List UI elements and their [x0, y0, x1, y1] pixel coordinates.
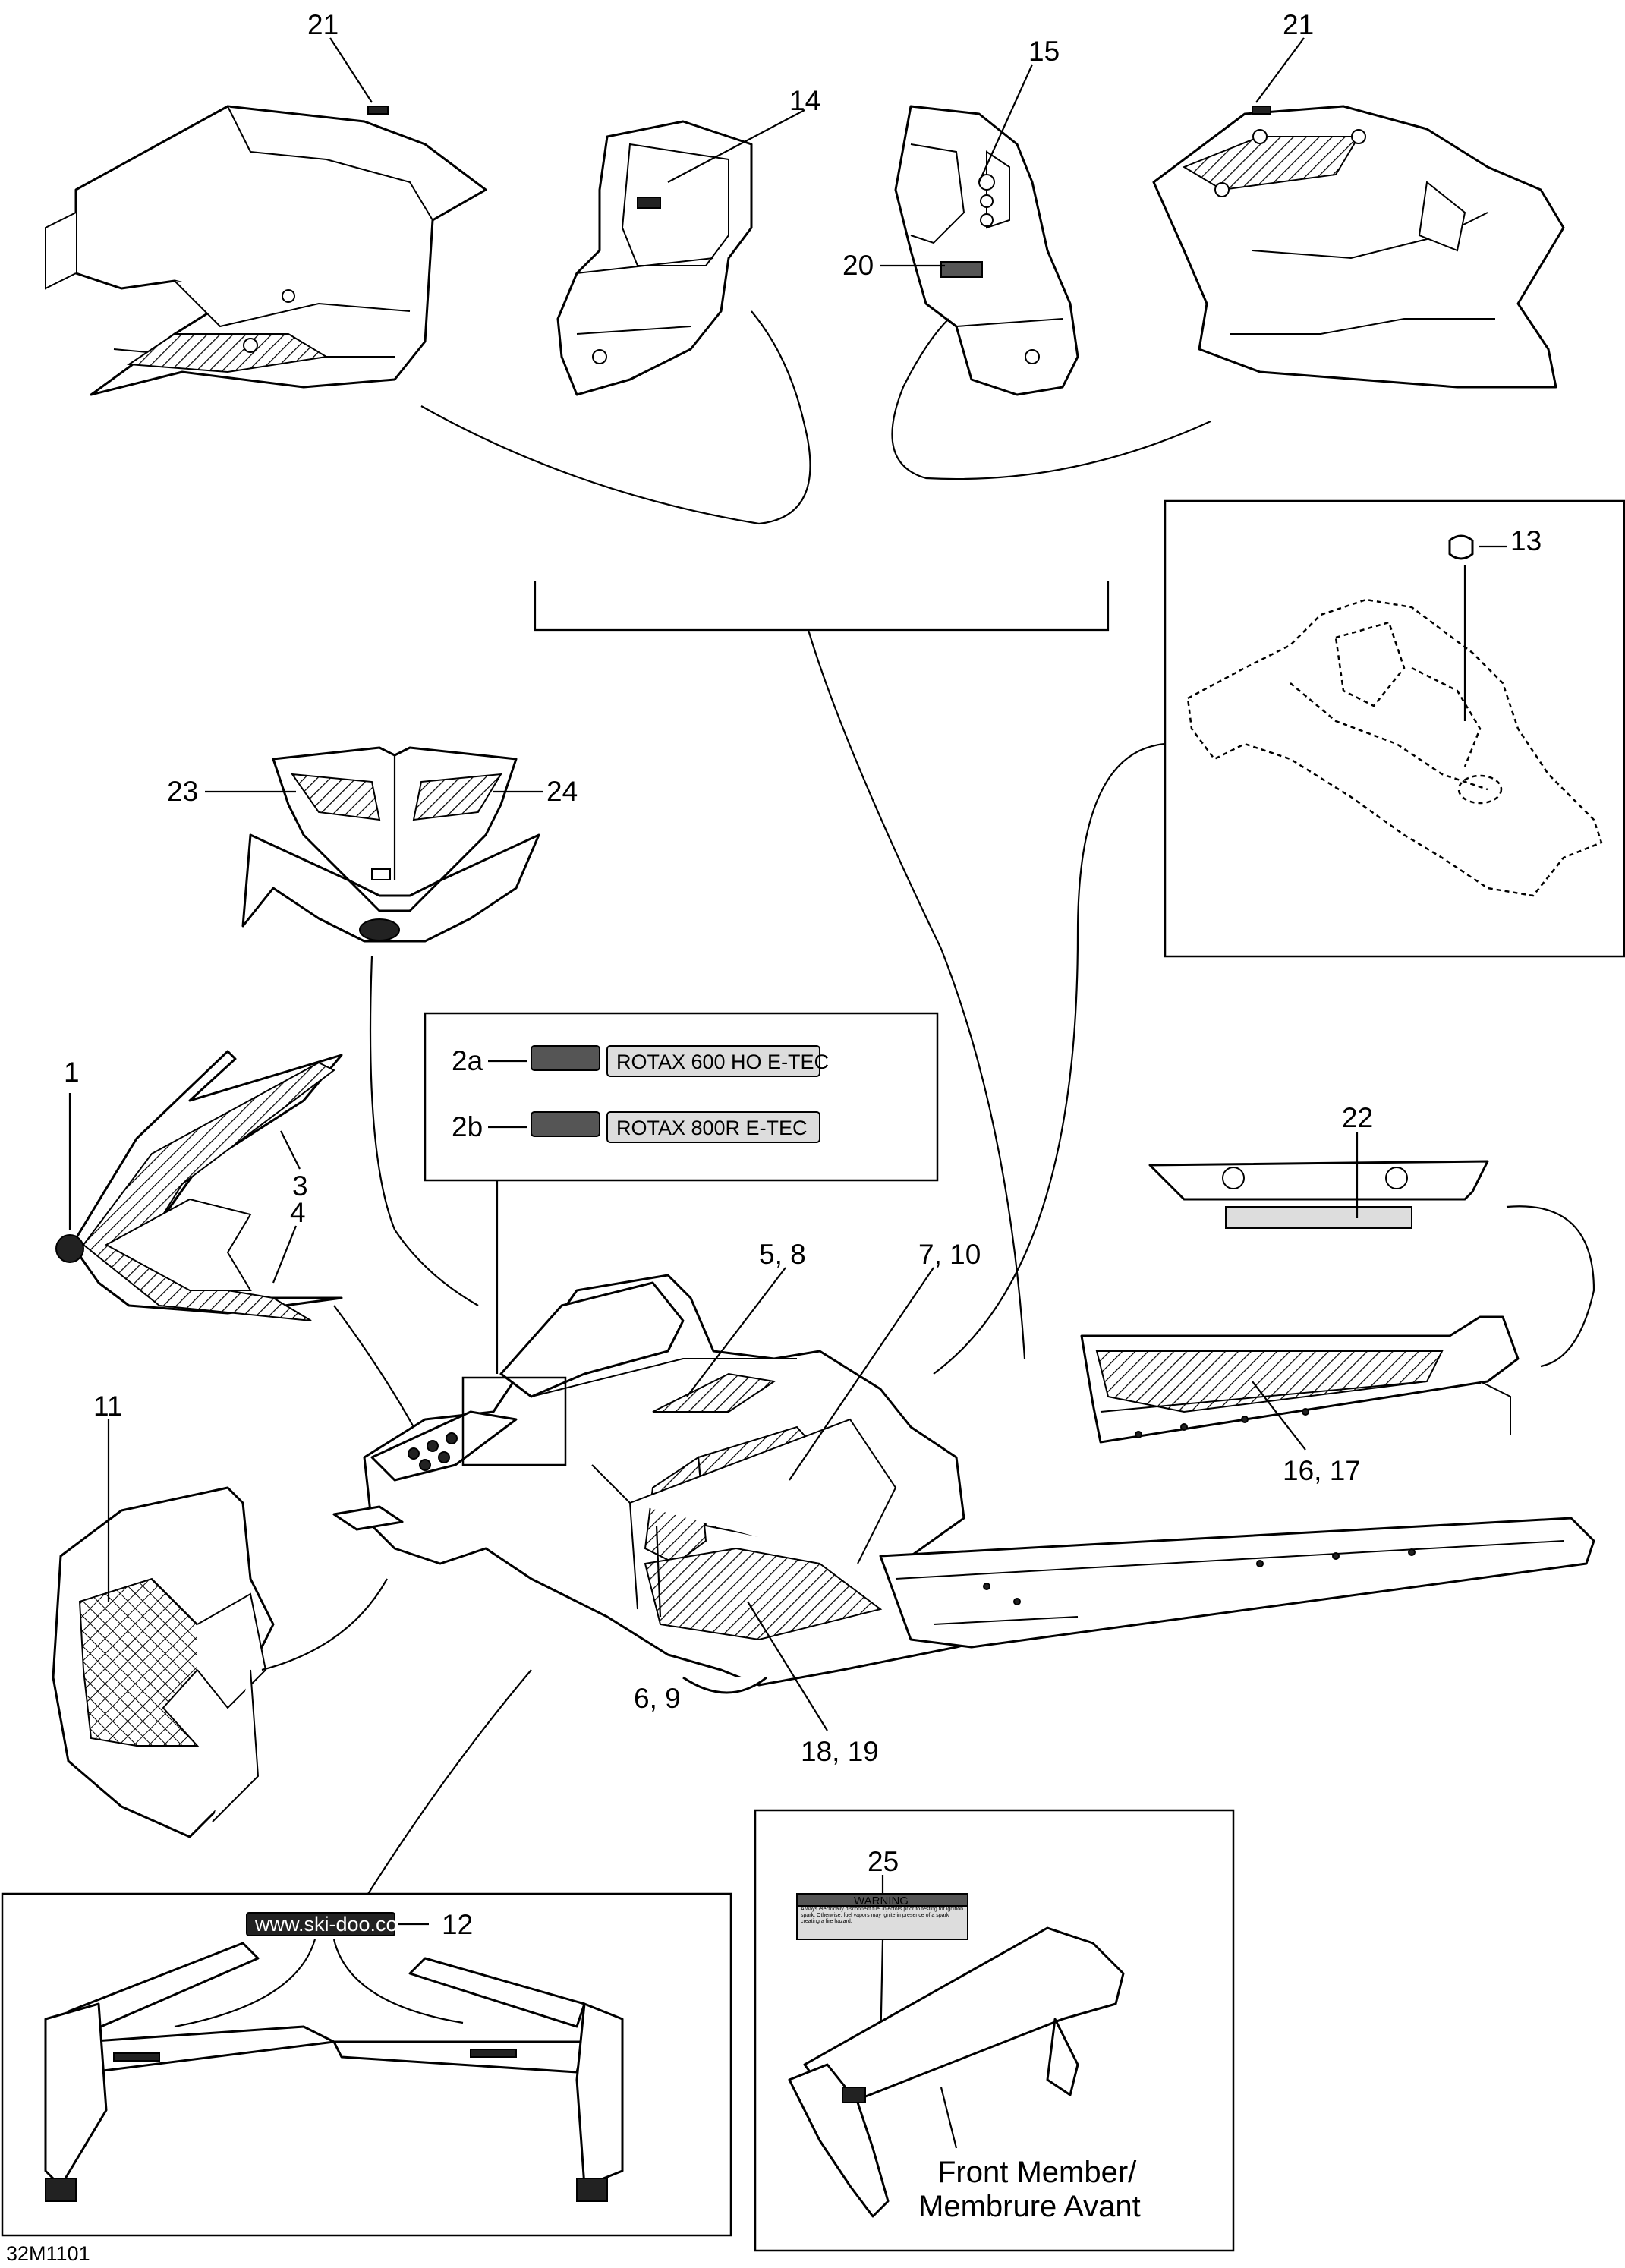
callout-14: 14 — [789, 85, 820, 116]
callout-4: 4 — [290, 1197, 306, 1228]
dashboard-to-chassis-leader — [933, 742, 1166, 1375]
main-chassis — [332, 1274, 1595, 1694]
rotax-decal-box: ROTAX 600 HO E-TEC ROTAX 800R E-TEC — [424, 1012, 939, 1374]
bumper-to-chassis-leader — [261, 1578, 388, 1671]
callout-23: 23 — [167, 776, 198, 807]
rotax-600-decal: ROTAX 600 HO E-TEC — [531, 1045, 829, 1077]
running-board — [1080, 1315, 1520, 1451]
right-side-panel-assembly — [1152, 105, 1565, 389]
rotax-800-text: ROTAX 800R E-TEC — [616, 1117, 808, 1139]
warning-body-text: Always electrically disconnect fuel inje… — [801, 1907, 963, 1924]
callout-25: 25 — [868, 1846, 899, 1877]
callout-5-8: 5, 8 — [759, 1239, 806, 1270]
hood-assembly — [55, 1050, 343, 1321]
callout-24: 24 — [546, 776, 578, 807]
right-side-panel-inner — [894, 105, 1079, 396]
callout-20: 20 — [842, 250, 874, 281]
ski-doo-decal-box: www.ski-doo.com — [1, 1892, 732, 2237]
dashboard-inset — [1164, 499, 1625, 958]
callout-2a: 2a — [452, 1045, 483, 1076]
chassis-leaders — [655, 1267, 934, 1731]
callout-11: 11 — [93, 1391, 122, 1422]
group-bracket — [534, 581, 1110, 632]
hood-to-chassis-leader — [333, 1305, 414, 1428]
callout-16-17: 16, 17 — [1283, 1455, 1361, 1486]
warning-title-text: WARNING — [854, 1895, 909, 1907]
callout-2b: 2b — [452, 1111, 483, 1142]
callout-22: 22 — [1342, 1102, 1373, 1133]
front-member-box: WARNING Always electrically disconnect f… — [754, 1809, 1235, 2252]
callout-7-10: 7, 10 — [918, 1239, 981, 1270]
callout-1: 1 — [64, 1057, 80, 1088]
footrest-to-board-leader — [1506, 1205, 1595, 1368]
figure-code: 32M1101 — [6, 2242, 90, 2265]
headlight-to-chassis-leader — [369, 956, 479, 1306]
callout-3: 3 — [292, 1170, 308, 1202]
headlight-assembly — [205, 746, 543, 943]
callout-18-19: 18, 19 — [801, 1736, 879, 1767]
skidoo-box-to-chassis-leader — [367, 1669, 532, 1895]
callout-13: 13 — [1510, 525, 1542, 556]
left-side-panel-inner — [556, 120, 753, 396]
callout-21-right: 21 — [1283, 9, 1314, 40]
top-row-leaders — [329, 37, 1305, 525]
callout-15: 15 — [1028, 36, 1060, 67]
rotax-800-decal: ROTAX 800R E-TEC — [531, 1111, 820, 1143]
bracket-to-chassis-leader — [807, 629, 1026, 1359]
front-bumper — [52, 1419, 275, 1838]
callout-21-left: 21 — [307, 9, 339, 40]
website-decal-text: www.ski-doo.com — [254, 1913, 414, 1936]
callout-6-9: 6, 9 — [634, 1683, 681, 1714]
front-member-fr: Membrure Avant — [918, 2190, 1141, 2223]
callout-12: 12 — [442, 1909, 473, 1940]
footrest-support — [1148, 1132, 1489, 1229]
callout-labels: 21 14 15 21 20 13 23 24 1 2a 2b 3 4 22 5… — [64, 9, 1542, 1940]
front-member-en: Front Member/ — [937, 2156, 1137, 2189]
rotax-600-text: ROTAX 600 HO E-TEC — [616, 1051, 829, 1073]
left-side-panel-assembly — [45, 105, 487, 396]
